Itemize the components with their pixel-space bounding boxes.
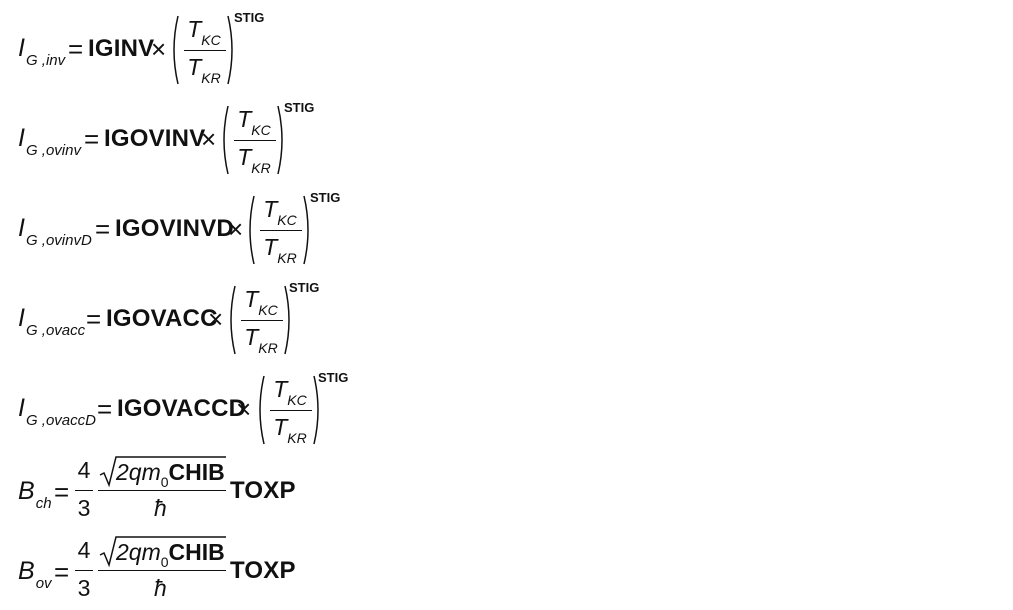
- tail-param: TOXP: [230, 477, 296, 504]
- param-name: IGOVINVD: [115, 215, 234, 242]
- exponent: STIG: [310, 190, 341, 205]
- hbar-symbol: ħ: [154, 575, 167, 601]
- equation-ig-ovacc: IG ,ovacc = IGOVACC × TKC TKR STIG: [0, 280, 520, 358]
- lhs: Bov: [18, 557, 52, 592]
- fraction-bar: [270, 410, 312, 412]
- param-name: IGINV: [88, 35, 155, 62]
- fraction-denominator: 3: [77, 495, 91, 521]
- right-paren: [227, 15, 233, 85]
- left-paren: [223, 105, 229, 175]
- right-paren: [277, 105, 283, 175]
- fraction-bar: [75, 570, 93, 572]
- fraction-denominator: 3: [77, 575, 91, 601]
- fraction-bar: [98, 570, 226, 572]
- equals-sign: =: [68, 34, 84, 64]
- equation-ig-ovinv: IG ,ovinv = IGOVINV × TKC TKR STIG: [0, 100, 520, 178]
- equation-ig-ovaccd: IG ,ovaccD = IGOVACCD × TKC TKR STIG: [0, 370, 520, 448]
- lhs: IG ,ovaccD: [18, 394, 96, 429]
- ratio-numerator: TKC: [263, 196, 297, 228]
- equals-sign: =: [54, 477, 70, 507]
- equals-sign: =: [84, 124, 100, 154]
- fraction-bar: [260, 230, 302, 232]
- left-paren: [173, 15, 179, 85]
- ratio-denominator: TKR: [263, 234, 297, 266]
- exponent: STIG: [318, 370, 349, 385]
- lhs: IG ,ovinv: [18, 124, 81, 159]
- ratio-denominator: TKR: [273, 414, 307, 446]
- param-name: IGOVACC: [106, 305, 218, 332]
- equals-sign: =: [97, 394, 113, 424]
- lhs: Bch: [18, 477, 52, 512]
- sqrt-symbol: [99, 536, 226, 568]
- sqrt-symbol: [99, 456, 226, 488]
- fraction-bar: [98, 490, 226, 492]
- fraction-numerator: 4: [77, 457, 91, 483]
- lhs: IG ,inv: [18, 34, 66, 69]
- radicand: 2qm0CHIB: [116, 539, 225, 570]
- temperature-ratio: TKC TKR: [235, 280, 287, 360]
- times-sign: ×: [201, 124, 217, 154]
- temperature-ratio: TKC TKR: [254, 190, 306, 270]
- lhs: IG ,ovinvD: [18, 214, 92, 249]
- lhs: IG ,ovacc: [18, 304, 86, 339]
- equation-b-ch: Bch = 4 3 2qm0CHIB ħ TOXP: [0, 455, 520, 525]
- hbar-symbol: ħ: [154, 495, 167, 521]
- times-sign: ×: [151, 34, 167, 64]
- radicand: 2qm0CHIB: [116, 459, 225, 490]
- times-sign: ×: [236, 394, 252, 424]
- right-paren: [303, 195, 309, 265]
- ratio-denominator: TKR: [237, 144, 271, 176]
- ratio-denominator: TKR: [187, 54, 221, 86]
- equals-sign: =: [54, 557, 70, 587]
- ratio-denominator: TKR: [244, 324, 278, 356]
- equation-ig-ovinvd: IG ,ovinvD = IGOVINVD × TKC TKR STIG: [0, 190, 520, 268]
- exponent: STIG: [234, 10, 265, 25]
- fraction-bar: [241, 320, 283, 322]
- fraction-bar: [184, 50, 226, 52]
- ratio-numerator: TKC: [187, 16, 221, 48]
- param-name: IGOVINV: [104, 125, 206, 152]
- ratio-numerator: TKC: [244, 286, 278, 318]
- ratio-numerator: TKC: [273, 376, 307, 408]
- equation-b-ov: Bov = 4 3 2qm0CHIB ħ TOXP: [0, 535, 520, 605]
- right-paren: [284, 285, 290, 355]
- equals-sign: =: [95, 214, 111, 244]
- right-paren: [313, 375, 319, 445]
- temperature-ratio: TKC TKR: [228, 100, 280, 180]
- equals-sign: =: [86, 304, 102, 334]
- fraction-bar: [234, 140, 276, 142]
- left-paren: [249, 195, 255, 265]
- exponent: STIG: [289, 280, 320, 295]
- ratio-numerator: TKC: [237, 106, 271, 138]
- param-name: IGOVACCD: [117, 395, 247, 422]
- temperature-ratio: TKC TKR: [264, 370, 316, 450]
- temperature-ratio: TKC TKR: [178, 10, 230, 90]
- fraction-bar: [75, 490, 93, 492]
- exponent: STIG: [284, 100, 315, 115]
- tail-param: TOXP: [230, 557, 296, 584]
- fraction-numerator: 4: [77, 537, 91, 563]
- times-sign: ×: [208, 304, 224, 334]
- times-sign: ×: [228, 214, 244, 244]
- left-paren: [259, 375, 265, 445]
- left-paren: [230, 285, 236, 355]
- equation-ig-inv: IG ,inv = IGINV × TKC TKR STIG: [0, 10, 520, 88]
